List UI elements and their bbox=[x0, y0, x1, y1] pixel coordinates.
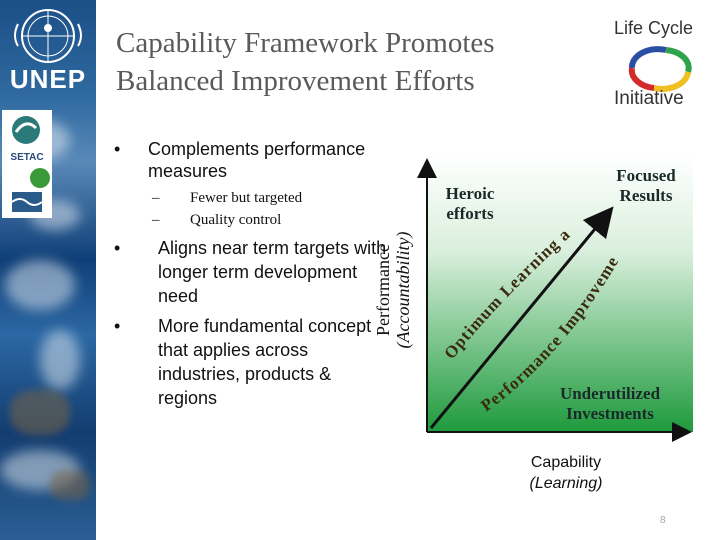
life-cycle-rings-icon bbox=[628, 46, 692, 92]
x-axis-label: Capability (Learning) bbox=[506, 452, 626, 494]
bullet-dot: • bbox=[114, 316, 121, 336]
svg-text:SETAC: SETAC bbox=[10, 152, 43, 163]
sub-bullet-dash-2: – bbox=[152, 212, 160, 228]
life-cycle-initiative-logo: Life Cycle Initiative bbox=[604, 12, 716, 116]
quadrant-focused-results: Focused Results bbox=[616, 166, 676, 205]
sub-bullet-2: Quality control bbox=[190, 212, 282, 228]
bullet-1-text: Complements performance measures bbox=[148, 139, 366, 181]
sub-bullet-dash-1: – bbox=[152, 190, 160, 206]
unep-wordmark: UNEP bbox=[9, 64, 87, 94]
bullet-2-text: Aligns near term targets with longer ter… bbox=[158, 238, 387, 306]
quadrant-heroic-efforts: Heroic efforts bbox=[445, 184, 495, 223]
unep-emblem-icon bbox=[14, 9, 82, 63]
bullet-dot: • bbox=[114, 139, 121, 159]
setac-logo-icon: SETAC bbox=[2, 110, 52, 218]
logo-line-2: Initiative bbox=[614, 88, 684, 109]
page-number: 8 bbox=[660, 515, 666, 526]
logo-line-1: Life Cycle bbox=[614, 18, 694, 38]
title-panel bbox=[96, 0, 720, 110]
diagonal-arrow bbox=[429, 206, 614, 429]
title-line-2: Balanced Improvement Efforts bbox=[116, 65, 475, 97]
title-line-1: Capability Framework Promotes bbox=[116, 27, 495, 59]
bullet-dot: • bbox=[114, 238, 121, 258]
x-axis-subtitle: (Learning) bbox=[529, 475, 603, 492]
diagram-fill-area bbox=[427, 155, 693, 432]
bullet-3-text: More fundamental concept that applies ac… bbox=[158, 316, 372, 408]
x-axis-title: Capability bbox=[530, 454, 602, 471]
satellite-sidebar: UNEP bbox=[0, 0, 96, 540]
page-title: Capability Framework Promotes Balanced I… bbox=[116, 24, 586, 100]
quadrant-underutilized-investments: Underutilized Investments bbox=[559, 384, 661, 423]
sub-bullet-1: Fewer but targeted bbox=[190, 190, 303, 206]
